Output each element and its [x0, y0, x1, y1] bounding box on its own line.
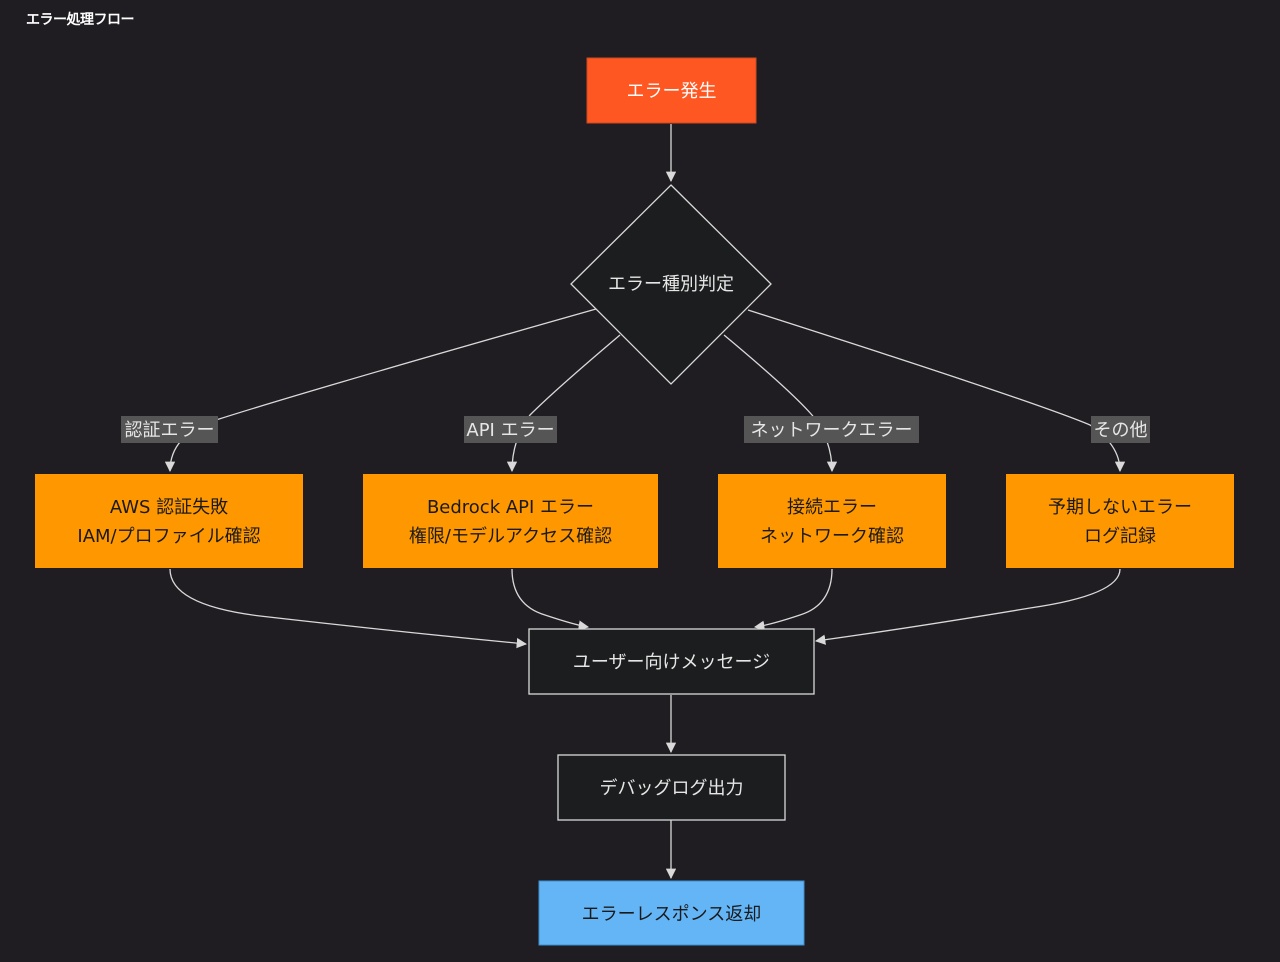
edge-label-auth-text: 認証エラー [125, 420, 215, 441]
edge-label-other: その他 [1091, 416, 1150, 443]
node-bedrock-api-error-line2: 権限/モデルアクセス確認 [409, 526, 612, 547]
node-error-type-decision: エラー種別判定 [570, 184, 772, 385]
edge-label-other-text: その他 [1094, 420, 1148, 441]
node-user-message: ユーザー向けメッセージ [528, 628, 815, 695]
edge-label-api-text: API エラー [466, 420, 554, 441]
edge-label-auth: 認証エラー [121, 416, 218, 443]
edge-bedrock-user [511, 568, 590, 631]
edge-label-api: API エラー [464, 416, 557, 443]
node-unexpected-error-line1: 予期しないエラー [1048, 497, 1192, 518]
node-error-occurred-label: エラー発生 [627, 81, 717, 102]
node-aws-auth-failed: AWS 認証失敗 IAM/プロファイル確認 [35, 474, 303, 568]
edge-label-network-text: ネットワークエラー [751, 420, 913, 441]
node-error-response-label: エラーレスポンス返却 [582, 904, 762, 925]
edge-decision-other [747, 309, 1126, 473]
node-connection-error-line2: ネットワーク確認 [760, 526, 904, 547]
node-debug-log: デバッグログ出力 [557, 754, 786, 821]
node-user-message-label: ユーザー向けメッセージ [573, 652, 770, 673]
node-error-occurred: エラー発生 [586, 57, 757, 124]
node-error-response: エラーレスポンス返却 [538, 880, 805, 946]
node-debug-log-label: デバッグログ出力 [600, 778, 744, 799]
node-unexpected-error: 予期しないエラー ログ記録 [1006, 474, 1234, 568]
node-unexpected-error-line2: ログ記録 [1084, 526, 1156, 547]
node-aws-auth-failed-line2: IAM/プロファイル確認 [77, 526, 260, 547]
edge-other-user [814, 568, 1121, 645]
edge-decision-auth [164, 308, 597, 473]
node-error-type-decision-label: エラー種別判定 [608, 274, 734, 295]
node-bedrock-api-error: Bedrock API エラー 権限/モデルアクセス確認 [363, 474, 658, 568]
edge-label-network: ネットワークエラー [744, 416, 919, 443]
node-aws-auth-failed-line1: AWS 認証失敗 [110, 497, 228, 518]
edge-decision-bedrock [506, 334, 621, 473]
node-bedrock-api-error-line1: Bedrock API エラー [427, 497, 594, 518]
page-title: エラー処理フロー [26, 12, 135, 28]
edge-network-user [753, 568, 833, 631]
node-connection-error-line1: 接続エラー [787, 497, 877, 518]
edge-auth-user [169, 568, 528, 649]
edge-decision-network [723, 334, 838, 473]
node-connection-error: 接続エラー ネットワーク確認 [718, 474, 946, 568]
